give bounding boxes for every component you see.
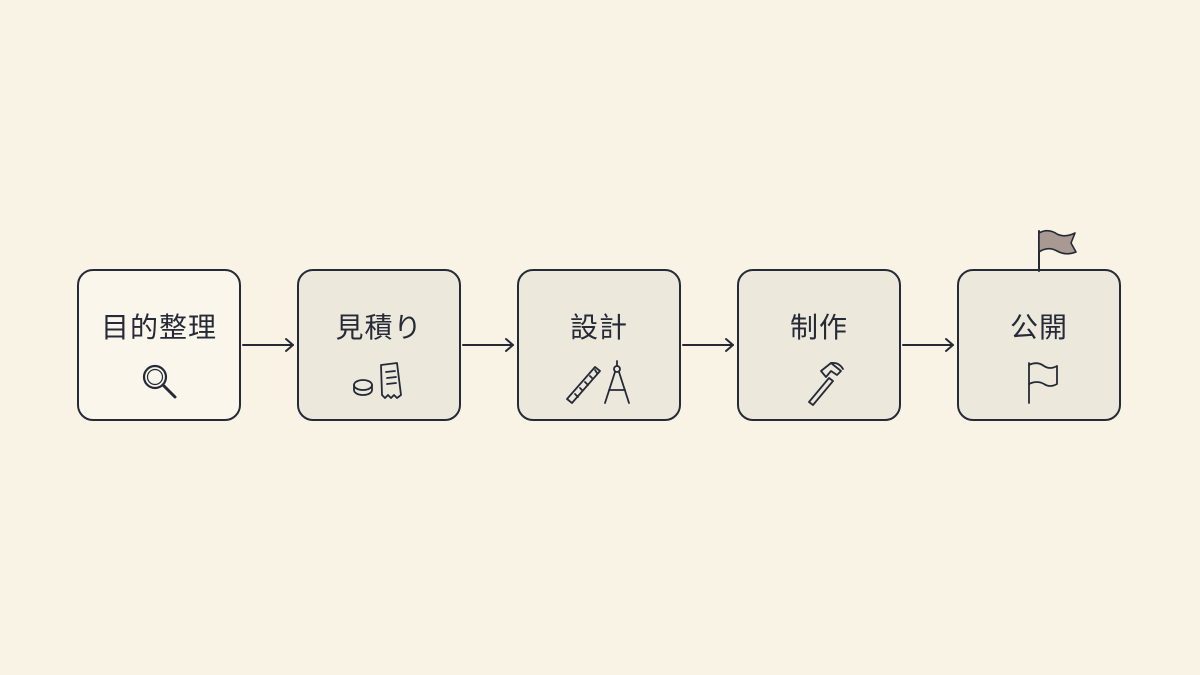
arrow-icon <box>681 335 737 355</box>
arrow-icon <box>461 335 517 355</box>
step-label: 制作 <box>789 311 848 344</box>
step-label: 目的整理 <box>100 311 217 344</box>
step-label: 見積り <box>335 311 423 344</box>
flag-icon <box>999 359 1079 407</box>
ruler-compass-icon <box>559 359 639 407</box>
step-box-production: 制作 <box>737 269 901 421</box>
step-box-release: 公開 <box>957 269 1121 421</box>
step-box-estimate: 見積り <box>297 269 461 421</box>
step-label: 公開 <box>1009 311 1068 344</box>
step-label: 設計 <box>569 311 628 344</box>
step-box-purpose: 目的整理 <box>77 269 241 421</box>
arrow-icon <box>901 335 957 355</box>
arrow-icon <box>241 335 297 355</box>
goal-flag-icon <box>1030 228 1080 272</box>
magnifier-icon <box>119 359 199 407</box>
hammer-icon <box>779 359 859 407</box>
coin-receipt-icon <box>339 359 419 407</box>
step-box-design: 設計 <box>517 269 681 421</box>
flow-row: 目的整理 見積り <box>77 269 1121 421</box>
